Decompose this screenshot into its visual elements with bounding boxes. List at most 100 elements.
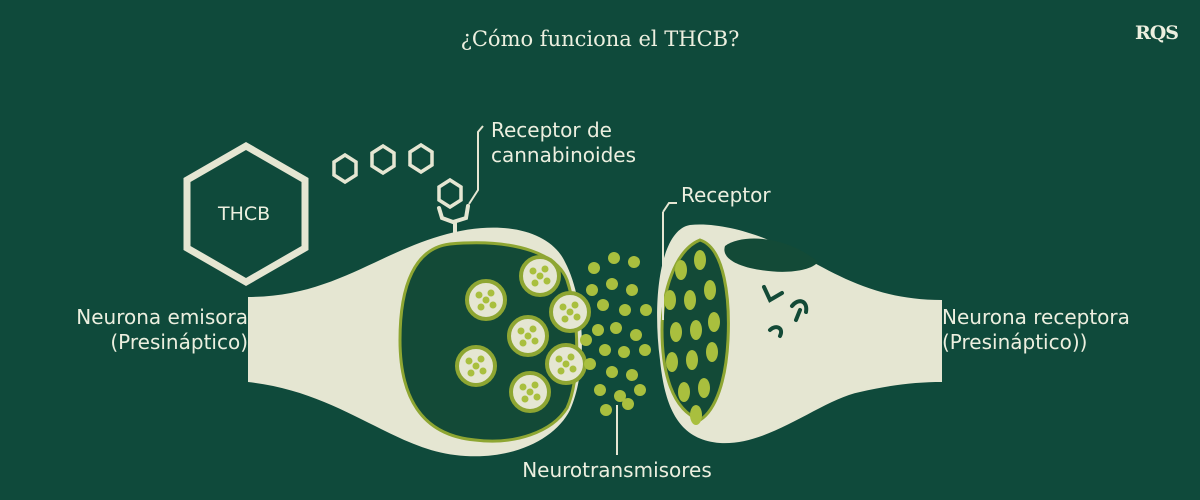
cannabinoid-receptor-shape (437, 204, 470, 234)
neurotransmitter (619, 304, 631, 316)
vesicle-dot (524, 332, 532, 340)
receptor-dot (690, 320, 702, 340)
vesicle-dot (482, 296, 490, 304)
receptor-dot (670, 322, 682, 342)
thcb-label: THCB (218, 203, 271, 225)
thcb-hexagon (183, 141, 309, 287)
postsynaptic-neuron (657, 224, 942, 444)
receptor-dot (704, 280, 716, 300)
vesicle-dot (489, 301, 497, 309)
neurotransmitters (580, 252, 652, 416)
vesicle-dot (479, 367, 487, 375)
page-title: ¿Cómo funciona el THCB? (460, 27, 740, 51)
vesicle-dot (559, 303, 567, 311)
ion-channel-marks (762, 285, 809, 338)
receptor-dot (684, 290, 696, 310)
vesicle-dot (465, 357, 473, 365)
neurotransmitter (608, 252, 620, 264)
vesicle-dot (526, 388, 534, 396)
vesicle-dot (543, 277, 551, 285)
neurotransmitter (634, 384, 646, 396)
receptor-dot (690, 405, 702, 425)
neurotransmitter (600, 404, 612, 416)
receptor-cannabinoides-line-1: Receptor de (491, 118, 612, 142)
vesicle-dot (475, 291, 483, 299)
neurotransmitter (606, 278, 618, 290)
receptor-cannabinoides-label: Receptor de cannabinoides (491, 118, 636, 168)
neurotransmitter (580, 334, 592, 346)
neurotransmitter (592, 324, 604, 336)
receptor-dot (698, 378, 710, 398)
neurotransmitter (584, 358, 596, 370)
receptor-dot (694, 250, 706, 270)
neurotransmitter (599, 344, 611, 356)
vesicle-dot (467, 369, 475, 377)
vesicle-dot (533, 393, 541, 401)
postsynaptic-cavity (724, 238, 818, 272)
vesicle-dot (487, 289, 495, 297)
vesicle-dot (472, 362, 480, 370)
neurona-emisora-line-1: Neurona emisora (76, 305, 248, 329)
neurotransmitter (630, 329, 642, 341)
receptor-dot (706, 342, 718, 362)
neurona-emisora-label: Neurona emisora (Presináptico) (30, 305, 248, 355)
vesicle-dot (567, 353, 575, 361)
neurotransmitter (639, 344, 651, 356)
neurotransmitter (614, 390, 626, 402)
brand-logo: RQS (1134, 22, 1179, 44)
neurotransmitter (610, 322, 622, 334)
neurotransmitter (586, 284, 598, 296)
vesicle-dot (521, 395, 529, 403)
neurotransmitter (594, 384, 606, 396)
receptor-cannabinoides-pointer (468, 125, 484, 205)
vesicle-dot (566, 308, 574, 316)
neurotransmitter (622, 398, 634, 410)
neurona-receptora-line-1: Neurona receptora (942, 305, 1130, 329)
vesicles (455, 255, 591, 413)
molecule-2 (370, 143, 396, 176)
molecule-1 (332, 152, 358, 185)
vesicle-dot (561, 315, 569, 323)
vesicle-dot (477, 355, 485, 363)
vesicle-dot (571, 301, 579, 309)
receptor-label: Receptor (681, 183, 771, 207)
vesicle-dot (573, 313, 581, 321)
neurotransmitter (640, 304, 652, 316)
neurotransmitter (628, 256, 640, 268)
neurona-emisora-line-2: (Presináptico) (110, 330, 248, 354)
vesicle-dot (519, 383, 527, 391)
receptor-dot (678, 382, 690, 402)
neurona-receptora-label: Neurona receptora (Presináptico)) (942, 305, 1130, 355)
cannabinoid-molecules (332, 142, 463, 210)
receptor-dot (664, 290, 676, 310)
receptor-cannabinoides-line-2: cannabinoides (491, 143, 636, 167)
molecule-3 (408, 142, 434, 175)
neurotransmitter (626, 284, 638, 296)
receptor-dot (666, 352, 678, 372)
neurotransmitter (626, 369, 638, 381)
neurotransmitter (588, 262, 600, 274)
vesicle-dot (562, 360, 570, 368)
neurotransmitter (618, 346, 630, 358)
receptor-dot (675, 260, 687, 280)
vesicle-dot (529, 267, 537, 275)
vesicle-dot (536, 272, 544, 280)
vesicle-dot (529, 325, 537, 333)
neurotransmisores-label: Neurotransmisores (522, 458, 712, 482)
vesicle-dot (477, 303, 485, 311)
vesicle-dot (531, 381, 539, 389)
neurona-receptora-line-2: (Presináptico)) (942, 330, 1088, 354)
vesicle-dot (541, 265, 549, 273)
neurotransmitter (597, 299, 609, 311)
vesicle-dot (519, 339, 527, 347)
molecule-4 (437, 177, 463, 210)
receptor-pointer (662, 202, 677, 213)
neurotransmitter (606, 366, 618, 378)
receptor-dot (708, 312, 720, 332)
vesicle-dot (531, 279, 539, 287)
receptor-dots (664, 250, 720, 425)
vesicle-dot (569, 365, 577, 373)
vesicle-dot (517, 327, 525, 335)
